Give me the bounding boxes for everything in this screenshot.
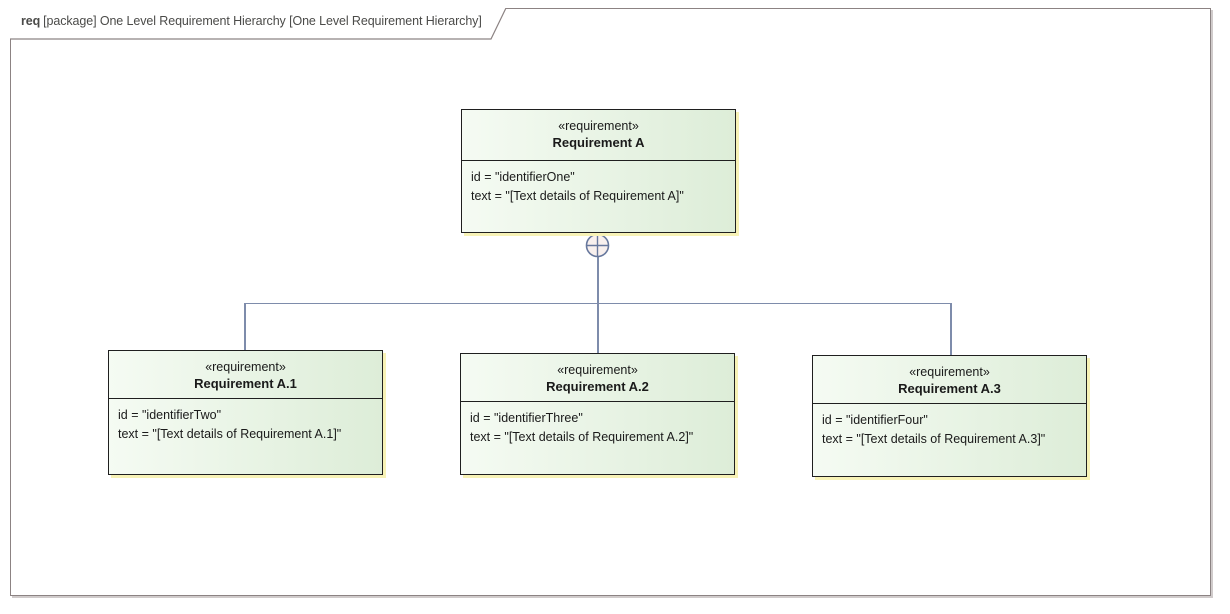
containment-connector-drop-a2[interactable]: [597, 302, 599, 354]
attribute-id: id = "identifierThree": [470, 411, 583, 425]
stereotype-label: «requirement»: [205, 360, 286, 374]
requirement-name: Requirement A.2: [546, 379, 649, 394]
frame-kind-label: req: [21, 14, 41, 28]
attribute-text: text = "[Text details of Requirement A.3…: [822, 432, 1046, 446]
requirement-name: Requirement A.1: [194, 376, 297, 391]
frame-title-text: [package] One Level Requirement Hierarch…: [43, 14, 482, 28]
stereotype-label: «requirement»: [557, 363, 638, 377]
requirement-name: Requirement A: [552, 135, 645, 150]
requirement-a-body: id = "identifierOne" text = "[Text detai…: [462, 161, 735, 213]
frame-title: req[package] One Level Requirement Hiera…: [21, 14, 482, 28]
requirement-a3-node[interactable]: «requirement» Requirement A.3 id = "iden…: [812, 355, 1087, 477]
attribute-text: text = "[Text details of Requirement A]": [471, 189, 684, 203]
attribute-text: text = "[Text details of Requirement A.2…: [470, 430, 694, 444]
attribute-id: id = "identifierTwo": [118, 408, 222, 422]
requirement-a-node[interactable]: «requirement» Requirement A id = "identi…: [461, 109, 736, 233]
containment-connector-drop-a3[interactable]: [950, 302, 952, 356]
requirement-a1-node[interactable]: «requirement» Requirement A.1 id = "iden…: [108, 350, 383, 475]
requirement-name: Requirement A.3: [898, 381, 1001, 396]
stereotype-label: «requirement»: [909, 365, 990, 379]
requirement-a2-node[interactable]: «requirement» Requirement A.2 id = "iden…: [460, 353, 735, 475]
requirement-a1-body: id = "identifierTwo" text = "[Text detai…: [109, 399, 382, 451]
requirement-a3-body: id = "identifierFour" text = "[Text deta…: [813, 404, 1086, 456]
containment-circle-icon[interactable]: [584, 233, 611, 259]
requirement-a2-header: «requirement» Requirement A.2: [461, 354, 734, 402]
attribute-id: id = "identifierFour": [822, 413, 928, 427]
requirement-a-header: «requirement» Requirement A: [462, 110, 735, 161]
requirement-a2-body: id = "identifierThree" text = "[Text det…: [461, 402, 734, 454]
diagram-frame: [10, 8, 1211, 596]
containment-connector-stem[interactable]: [597, 256, 599, 303]
attribute-id: id = "identifierOne": [471, 170, 575, 184]
frame-tab-shape: [10, 8, 507, 40]
requirement-a1-header: «requirement» Requirement A.1: [109, 351, 382, 399]
attribute-text: text = "[Text details of Requirement A.1…: [118, 427, 342, 441]
stereotype-label: «requirement»: [558, 119, 639, 133]
requirement-a3-header: «requirement» Requirement A.3: [813, 356, 1086, 404]
containment-connector-drop-a1[interactable]: [244, 302, 246, 351]
